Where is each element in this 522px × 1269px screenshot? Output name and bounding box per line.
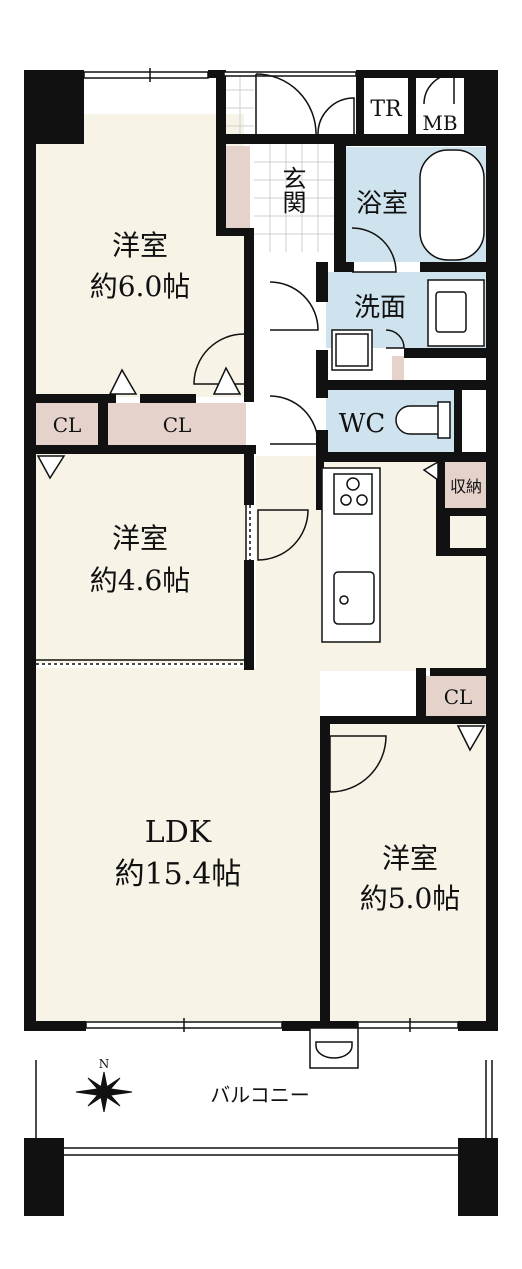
room-c-size: 約5.0帖	[360, 882, 461, 915]
closet-b-floor	[108, 403, 246, 445]
wall-left	[24, 70, 36, 1030]
closet-markers	[36, 366, 486, 752]
wall-bottom-m	[282, 1021, 358, 1031]
doors	[193, 73, 455, 793]
wall-bath-left	[334, 134, 346, 272]
wall-top-entry	[226, 134, 346, 144]
wall-a-bottom	[24, 394, 116, 403]
wash-pillar	[392, 356, 404, 380]
wall-corner-br	[458, 1138, 498, 1216]
wall-tr-mid	[408, 70, 416, 140]
door-room-c	[329, 735, 387, 793]
door-bath	[351, 227, 397, 273]
wall-c-top	[320, 716, 498, 724]
washer-inner	[335, 333, 369, 367]
wall-storage-bottom	[436, 508, 498, 516]
compass-north-label: N	[99, 1057, 110, 1071]
wall-cl-c-top	[430, 668, 498, 676]
tr-label: TR	[370, 97, 403, 122]
closet-b-label: CL	[163, 413, 192, 437]
wall-wash-bottom-top	[404, 348, 488, 358]
balcony-label: バルコニー	[210, 1083, 310, 1107]
western-room-a-floor	[36, 114, 244, 397]
compass-icon	[75, 1071, 133, 1113]
wall-cl-mid	[98, 394, 108, 452]
wall-wash-bottom	[316, 380, 498, 390]
wall-bath-bottom-l	[334, 262, 354, 272]
door-room-a	[193, 333, 245, 385]
walls	[24, 70, 498, 1216]
closet-a-label: CL	[53, 413, 82, 437]
door-wash-inner	[385, 329, 405, 349]
wall-corner-bl	[24, 1138, 64, 1216]
room-c-name: 洋室	[382, 842, 438, 875]
closet-a-floor	[36, 403, 98, 445]
door-tr	[317, 97, 355, 135]
wall-tr-left	[356, 70, 364, 140]
door-mb	[423, 73, 455, 105]
wall-shaft-b	[436, 548, 498, 556]
wall-wc-bottom	[316, 452, 498, 462]
toilet-label: WC	[339, 409, 386, 439]
wall-shaft	[436, 516, 450, 556]
wall-a-right	[216, 70, 226, 232]
room-b-name: 洋室	[112, 522, 168, 555]
wall-b-right	[244, 445, 254, 505]
wall-wc-right	[454, 390, 462, 460]
wall-a-bottom-r	[140, 394, 196, 403]
wall-bottom-l	[24, 1021, 86, 1031]
western-room-b-floor	[36, 452, 246, 663]
window-c	[357, 1021, 459, 1029]
wall-a-right-lower	[244, 232, 254, 402]
room-b-sliding-door	[36, 505, 251, 665]
entrance-label: 玄関	[278, 166, 306, 214]
room-b-size: 約4.6帖	[90, 564, 191, 597]
storage-floor	[445, 462, 488, 508]
wall-kitchen-left	[316, 460, 324, 510]
washroom-label: 洗面	[354, 293, 406, 323]
wall-wash-left-lower	[316, 350, 328, 398]
wall-bath-bottom	[420, 262, 498, 272]
wall-c-left	[320, 716, 330, 1028]
ldk-size: 約15.4帖	[115, 857, 242, 892]
window-top-a	[83, 71, 209, 79]
windows	[83, 68, 459, 1032]
bathtub	[419, 149, 485, 261]
door-wc	[269, 395, 319, 445]
washbasin-bowl	[435, 291, 467, 333]
door-hall	[257, 509, 309, 561]
entrance-pillar	[224, 146, 250, 232]
room-a-size: 約6.0帖	[90, 270, 191, 303]
wall-cl-c-left	[416, 668, 426, 724]
door-wash	[269, 281, 319, 331]
storage-label: 収納	[450, 477, 482, 496]
wall-wash-left	[316, 262, 328, 302]
hall-floor	[254, 252, 324, 456]
fixtures	[309, 149, 485, 1069]
door-entrance	[255, 73, 317, 135]
entrance-tiles	[226, 74, 334, 252]
closet-c-label: CL	[444, 685, 473, 709]
toilet-tank	[437, 401, 451, 439]
wall-bottom-r	[458, 1021, 498, 1031]
western-room-c-floor	[330, 724, 488, 1021]
wall-b-bottom	[24, 660, 32, 670]
wall-b-right-lower	[244, 560, 254, 670]
closet-c-floor	[426, 676, 488, 716]
wall-top-left	[24, 70, 84, 78]
mb-label: MB	[422, 111, 457, 135]
ldk-name: LDK	[145, 815, 212, 850]
balcony	[35, 1060, 493, 1156]
wall-a-step	[216, 228, 254, 236]
wall-storage-left	[436, 462, 445, 514]
room-a-name: 洋室	[112, 229, 168, 262]
wall-cl-bottom	[24, 445, 256, 454]
bath-label: 浴室	[356, 189, 408, 219]
toilet-bowl	[395, 405, 441, 435]
ldk-floor	[36, 668, 320, 1021]
window-top-entry	[223, 71, 357, 77]
sink	[333, 571, 375, 625]
